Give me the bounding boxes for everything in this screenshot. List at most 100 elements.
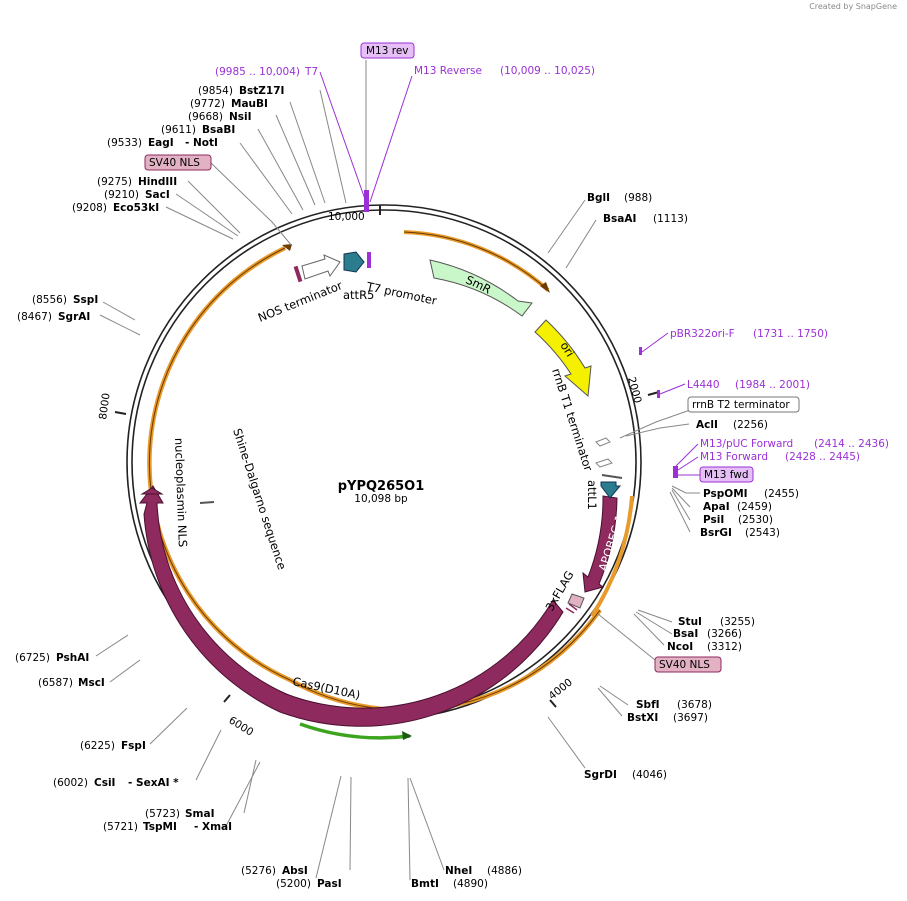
enzyme-bgli-pos: (988) [624,192,652,204]
plasmid-size: 10,098 bp [354,493,408,505]
attl1-feature[interactable] [600,481,622,499]
enzyme-smai[interactable]: SmaI [185,808,215,820]
enzyme-bsabi[interactable]: BsaBI [202,124,235,136]
enzyme-sspi[interactable]: SspI [73,294,98,306]
enzyme-bmti[interactable]: BmtI [411,878,439,890]
primer-marks [364,190,678,478]
enzyme-tspmi[interactable]: TspMI [143,821,177,833]
enzyme-ncoi[interactable]: NcoI [667,641,693,653]
enzyme-acli[interactable]: AclI [696,419,718,431]
sv40-nls-top-feature[interactable] [293,265,303,283]
enzyme-sbfi-pos: (3678) [677,699,712,711]
enzyme-stui-pos: (3255) [720,616,755,628]
enzyme-bstxi-pos: (3697) [673,712,708,724]
enzyme-eagi[interactable]: EagI [148,137,174,149]
enzyme-sgrai[interactable]: SgrAI [58,311,90,323]
primer-t7[interactable]: T7 [304,66,318,78]
enzyme-sgrdi-pos: (4046) [632,769,667,781]
apobec1-feature[interactable] [582,495,618,593]
enzyme-leaders [95,60,700,881]
rrnb-t2-label: rrnB T2 terminator [692,399,790,411]
tick-label-4000: 4000 [546,676,574,702]
t7-promoter-feature[interactable] [367,252,371,268]
primer-m13-puc-forward-range: (2414 .. 2436) [814,438,889,450]
orf-arcs [147,230,634,713]
enzyme-absi[interactable]: AbsI [282,865,308,877]
enzyme-csii-pos: (6002) [53,777,88,789]
enzyme-stui[interactable]: StuI [678,616,702,628]
primer-l4440-range: (1984 .. 2001) [735,379,810,391]
nos-terminator-feature[interactable] [301,254,341,280]
enzyme-bstxi[interactable]: BstXI [627,712,658,724]
attr5-feature[interactable] [343,251,365,273]
rrnb-t2-box[interactable]: rrnB T2 terminator [687,396,800,413]
sv40-nls-bottom-box[interactable]: SV40 NLS [654,656,722,673]
enzyme-eco53ki[interactable]: Eco53kI [113,202,159,214]
enzyme-sgrdi[interactable]: SgrDI [584,769,617,781]
enzyme-noti[interactable]: - NotI [185,137,218,149]
enzyme-fspi-pos: (6225) [80,740,115,752]
ori-feature[interactable] [534,319,592,398]
tick-label-8000: 8000 [97,392,113,420]
enzyme-sbfi[interactable]: SbfI [636,699,660,711]
m13-fwd-box[interactable]: M13 fwd [699,466,754,483]
enzyme-bsrgi[interactable]: BsrGI [700,527,732,539]
enzyme-pspomi-pos: (2455) [764,488,799,500]
enzyme-fspi[interactable]: FspI [121,740,146,752]
enzyme-ncoi-pos: (3312) [707,641,742,653]
enzyme-psii[interactable]: PsiI [703,514,724,526]
enzyme-bsabi-pos: (9611) [161,124,196,136]
enzyme-bsai[interactable]: BsaI [673,628,698,640]
enzyme-bsai-pos: (3266) [707,628,742,640]
sv40-nls-top-box[interactable]: SV40 NLS [144,154,212,171]
shine-dalgarno-mark [199,501,215,504]
enzyme-eagi-pos: (9533) [107,137,142,149]
enzyme-labels: BglI (988) BsaAI (1113) AclI (2256) PspO… [15,85,799,890]
enzyme-pshai-pos: (6725) [15,652,50,664]
enzyme-pshai[interactable]: PshAI [56,652,89,664]
enzyme-bstz17i[interactable]: BstZ17I [239,85,284,97]
enzyme-maubi-pos: (9772) [190,98,225,110]
attr5-label: attR5 [343,288,374,302]
enzyme-nhei[interactable]: NheI [445,865,472,877]
enzyme-apai-pos: (2459) [737,501,772,513]
nos-terminator-label: NOS terminator [256,278,345,325]
enzyme-xmai[interactable]: - XmaI [194,821,232,833]
primer-m13-forward-range: (2428 .. 2445) [785,451,860,463]
enzyme-pasi[interactable]: PasI [317,878,342,890]
primer-m13-forward[interactable]: M13 Forward [700,451,768,463]
tick-label-10000: 10,000 [328,211,365,223]
m13-rev-box[interactable]: M13 rev [360,42,415,59]
enzyme-maubi[interactable]: MauBI [231,98,268,110]
primer-pbr322ori-f[interactable]: pBR322ori-F [670,328,735,340]
primer-m13-puc-forward[interactable]: M13/pUC Forward [700,438,793,450]
enzyme-hindiii-pos: (9275) [97,176,132,188]
enzyme-psii-pos: (2530) [738,514,773,526]
enzyme-sexai[interactable]: - SexAI * [128,777,179,789]
enzyme-sgrai-pos: (8467) [17,311,52,323]
enzyme-nsii-pos: (9668) [188,111,223,123]
primer-l4440[interactable]: L4440 [687,379,720,391]
nucleoplasmin-label: nucleoplasmin NLS [172,438,190,548]
enzyme-bsrgi-pos: (2543) [745,527,780,539]
enzyme-csii[interactable]: CsiI [94,777,115,789]
enzyme-tspmi-pos: (5721) [103,821,138,833]
enzyme-hindiii[interactable]: HindIII [138,176,177,188]
flag-feature[interactable] [567,593,585,609]
rrnb-t1-feature[interactable] [595,458,613,468]
primer-m13-reverse[interactable]: M13 Reverse [414,65,482,77]
enzyme-msci[interactable]: MscI [78,677,105,689]
smr-feature[interactable] [429,259,533,317]
enzyme-saci[interactable]: SacI [145,189,170,201]
rrnb-t2-feature[interactable] [595,437,611,447]
enzyme-nsii[interactable]: NsiI [229,111,252,123]
enzyme-apai[interactable]: ApaI [703,501,730,513]
primer-t7-range: (9985 .. 10,004) [215,66,300,78]
rrnb-mark [601,474,623,479]
enzyme-bgli[interactable]: BglI [587,192,610,204]
nucleoplasmin-arrow[interactable] [140,487,164,495]
enzyme-pspomi[interactable]: PspOMI [703,488,748,500]
enzyme-acli-pos: (2256) [733,419,768,431]
sv40-nls-top-label: SV40 NLS [149,157,200,169]
enzyme-bsaai[interactable]: BsaAI [603,213,636,225]
